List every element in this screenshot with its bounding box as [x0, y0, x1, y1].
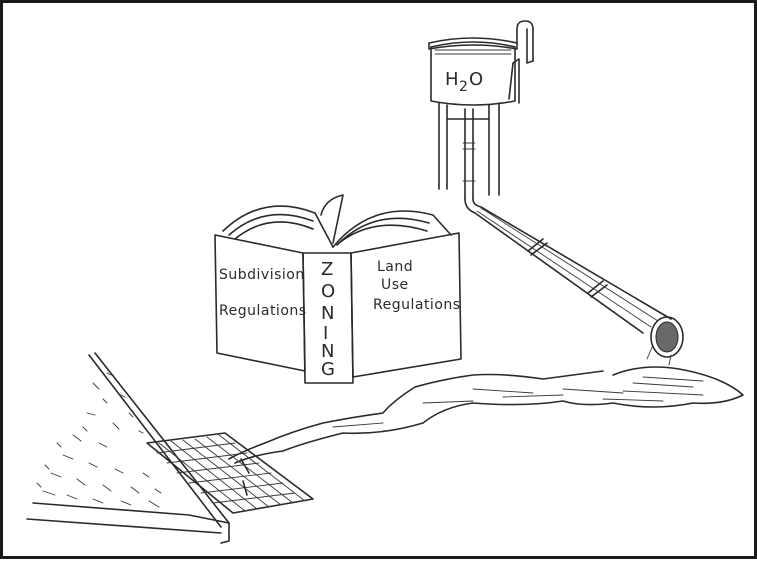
spine-letter: Z: [321, 259, 333, 280]
zoning-book: Subdivision Regulations Z O N I N G Land…: [215, 195, 461, 383]
spine-letter: O: [321, 281, 335, 302]
water-pipe: [465, 199, 683, 365]
book-left-line1: Subdivision: [219, 267, 305, 283]
tower-label-sub: 2: [459, 79, 468, 95]
book-left-line2: Regulations: [219, 303, 307, 319]
sketch-canvas: H 2 O Subdivision: [3, 3, 757, 562]
book-spine-letters: Z O N I N G: [321, 259, 335, 380]
book-right-line2: Use: [381, 277, 409, 293]
tower-label-h: H: [445, 69, 459, 90]
tower-label-o: O: [469, 69, 483, 90]
spine-letter: N: [321, 303, 334, 324]
water-puddle: [229, 367, 743, 463]
spine-letter: G: [321, 359, 335, 380]
book-right-line1: Land: [377, 259, 413, 275]
book-right-line3: Regulations: [373, 297, 461, 313]
storm-drain: [27, 353, 313, 543]
water-tower: H 2 O: [429, 21, 533, 199]
